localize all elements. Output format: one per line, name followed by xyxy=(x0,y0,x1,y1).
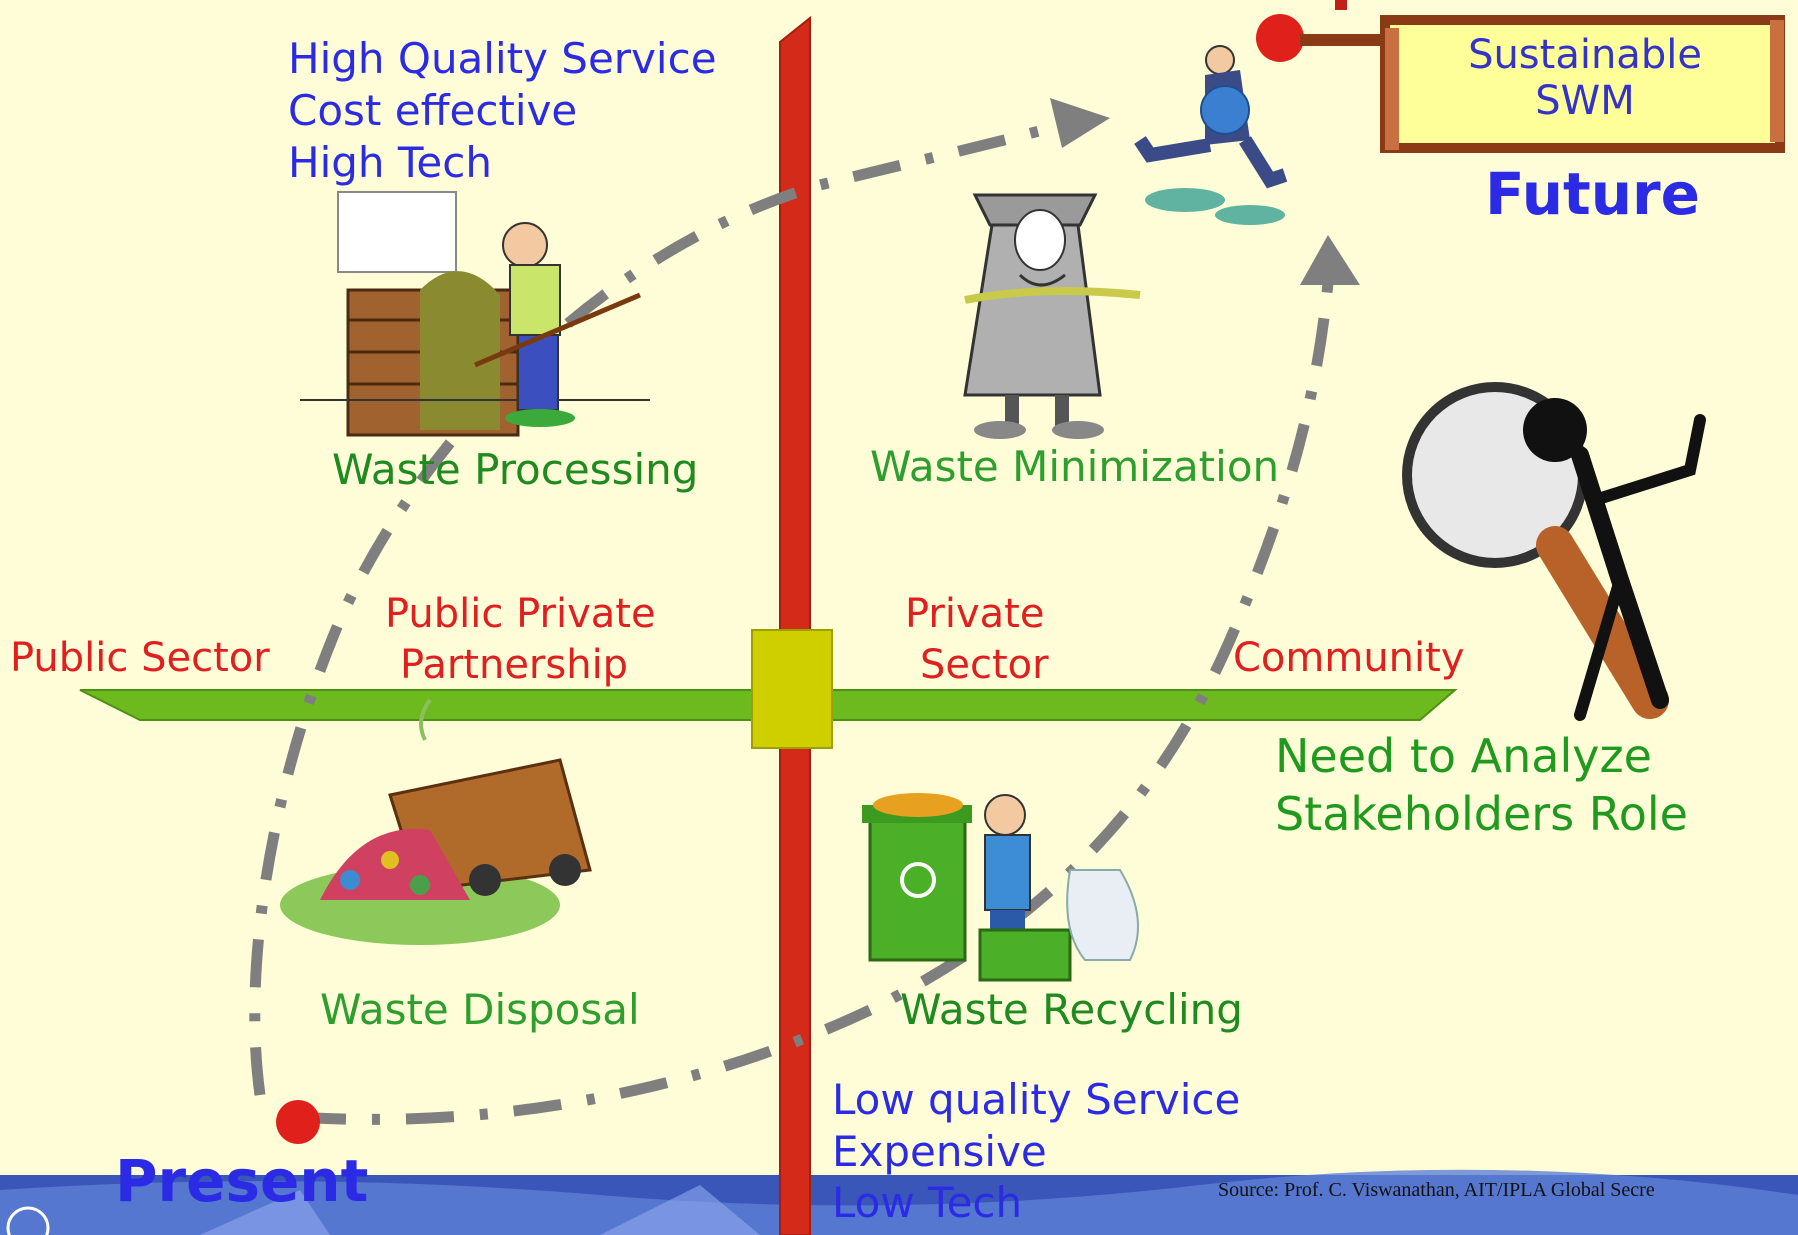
waste-minimization-illustration xyxy=(963,193,1141,439)
runner-illustration xyxy=(1134,45,1288,225)
private-line2-label: Sector xyxy=(920,642,1049,688)
goal-label: Sustainable SWM xyxy=(1400,32,1770,124)
waste-processing-label: Waste Processing xyxy=(332,445,699,494)
blank-sign xyxy=(337,191,457,273)
present-label: Present xyxy=(115,1147,369,1215)
low-quality-service-label: Low quality Service xyxy=(832,1075,1241,1124)
ppp-line1-label: Public Private xyxy=(385,591,656,637)
arrow-head-top xyxy=(1050,98,1110,148)
un-logo-icon xyxy=(6,1206,50,1235)
public-sector-label: Public Sector xyxy=(10,635,270,681)
community-label: Community xyxy=(1233,635,1465,681)
cost-effective-label: Cost effective xyxy=(288,86,578,135)
goal-line1: Sustainable xyxy=(1468,32,1702,78)
waste-disposal-label: Waste Disposal xyxy=(320,985,640,1034)
goal-dot xyxy=(1256,14,1304,62)
flag-pole xyxy=(1300,34,1390,46)
waste-processing-illustration xyxy=(300,222,650,437)
waste-disposal-illustration xyxy=(280,698,592,945)
footer-band xyxy=(0,1169,1798,1235)
high-quality-service-label: High Quality Service xyxy=(288,34,717,83)
stakeholders-line2: Stakeholders Role xyxy=(1275,787,1688,841)
future-label: Future xyxy=(1485,160,1700,228)
waste-recycling-label: Waste Recycling xyxy=(900,985,1243,1034)
high-tech-label: High Tech xyxy=(288,138,492,187)
low-tech-label: Low Tech xyxy=(832,1178,1023,1227)
expensive-label: Expensive xyxy=(832,1127,1047,1176)
magnifier-illustration xyxy=(1402,382,1706,721)
goal-scroll xyxy=(1380,15,1785,153)
source-citation: Source: Prof. C. Viswanathan, AIT/IPLA G… xyxy=(1218,1179,1655,1201)
goal-line2: SWM xyxy=(1535,78,1635,124)
stakeholders-line1: Need to Analyze xyxy=(1275,729,1652,783)
ppp-line2-label: Partnership xyxy=(400,642,629,688)
vertical-axis xyxy=(779,15,811,1235)
arrow-head-right xyxy=(1300,235,1360,285)
waste-recycling-illustration xyxy=(862,793,1139,982)
waste-minimization-label: Waste Minimization xyxy=(870,442,1280,491)
flag-pole-top xyxy=(1335,0,1347,10)
axis-junction xyxy=(751,629,833,749)
private-line1-label: Private xyxy=(905,591,1045,637)
present-dot xyxy=(276,1100,320,1144)
